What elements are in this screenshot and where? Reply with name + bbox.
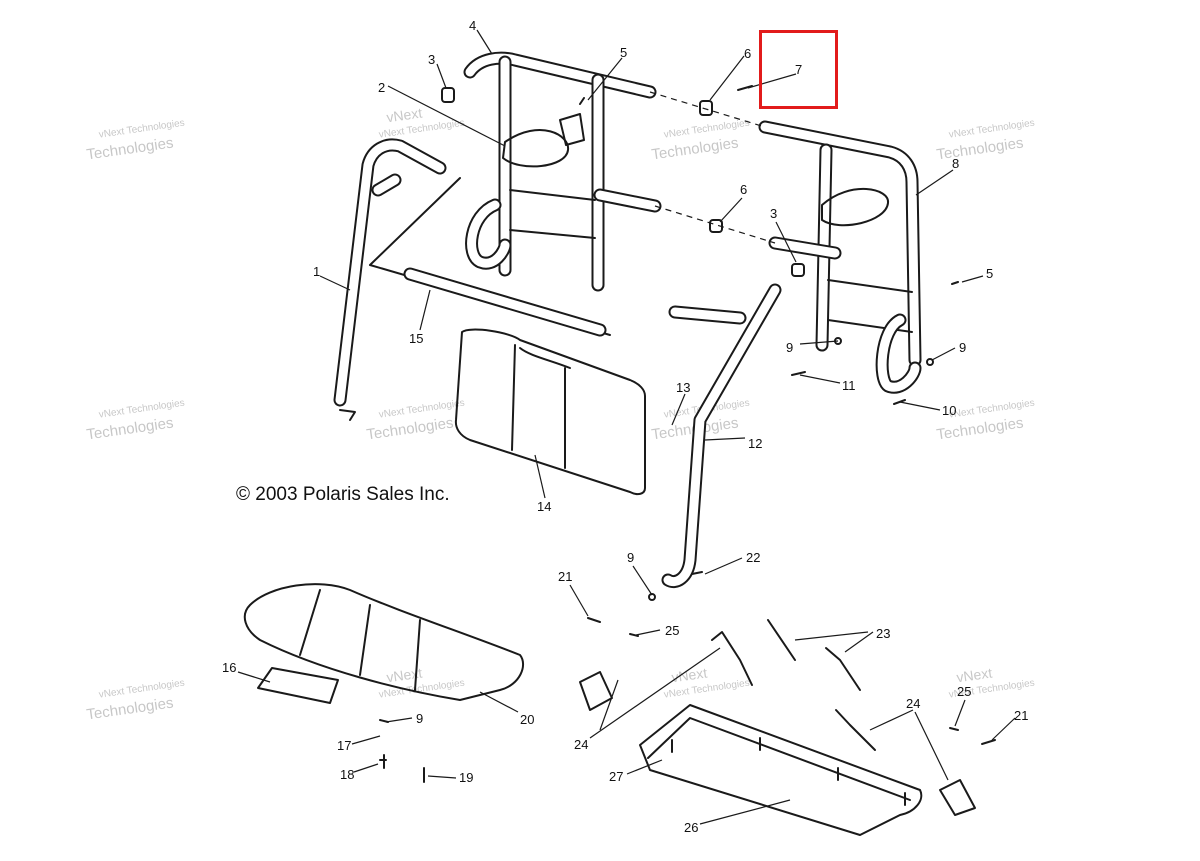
callout-24: 24 [906,696,920,711]
callout-3: 3 [770,206,777,221]
callout-9: 9 [959,340,966,355]
crossbar [403,267,607,337]
callout-21: 21 [558,569,572,584]
callout-11: 11 [842,378,856,393]
highlight-box-part-7 [759,30,838,109]
callout-4: 4 [469,18,476,33]
watermark-large: vNext [670,665,708,686]
seat-belts [579,619,976,816]
watermarks: vNext Technologies Technologies vNext Te… [85,105,1035,724]
callout-3: 3 [428,52,435,67]
assembly-line [654,205,776,244]
callout-27: 27 [609,769,623,784]
hardware [339,85,996,783]
right-bar-frame [758,120,922,394]
rear-bar-frame [463,51,662,292]
callout-21: 21 [1014,708,1028,723]
callout-16: 16 [222,660,236,675]
callout-7: 7 [795,62,802,77]
callout-13: 13 [676,380,690,395]
callout-8: 8 [952,156,959,171]
callout-15: 15 [409,331,423,346]
label-decal [257,667,339,704]
assembly-line [649,91,766,128]
callout-20: 20 [520,712,534,727]
leader-lines [237,29,1016,825]
callout-2: 2 [378,80,385,95]
callout-18: 18 [340,767,354,782]
side-tube [661,283,782,589]
callout-9: 9 [627,550,634,565]
callout-12: 12 [748,436,762,451]
callout-17: 17 [337,738,351,753]
callout-26: 26 [684,820,698,835]
callouts: 1 2 3 3 4 5 5 6 6 7 8 9 9 9 9 10 11 12 1… [222,18,1028,835]
watermark-large: vNext [385,665,423,686]
callout-10: 10 [942,403,956,418]
seat-cushion [243,583,525,701]
callout-19: 19 [459,770,473,785]
copyright-notice: © 2003 Polaris Sales Inc. [236,484,450,505]
callout-22: 22 [746,550,760,565]
backrest [454,328,646,496]
callout-24: 24 [574,737,588,752]
callout-5: 5 [986,266,993,281]
callout-5: 5 [620,45,627,60]
callout-6: 6 [744,46,751,61]
callout-6: 6 [740,182,747,197]
left-bar-frame [333,138,611,407]
callout-9: 9 [786,340,793,355]
callout-9: 9 [416,711,423,726]
watermark-large: vNext [955,665,993,686]
callout-25: 25 [665,623,679,638]
watermark-large: vNext [385,105,423,126]
callout-23: 23 [876,626,890,641]
callout-1: 1 [313,264,320,279]
callout-14: 14 [537,499,551,514]
seat-base [639,704,923,836]
callout-25: 25 [957,684,971,699]
